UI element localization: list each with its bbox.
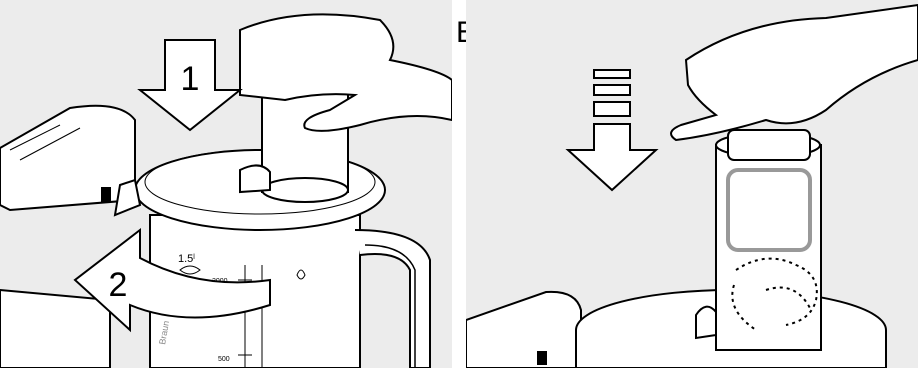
left-illustration: 1.5l 2000 1750 500 Braun 1 2: [0, 13, 452, 368]
right-panel: [466, 0, 918, 368]
step-1-arrow: 1: [137, 39, 243, 132]
feed-tube-right: [695, 129, 822, 351]
step-2-label: 2: [109, 266, 128, 304]
bowl-capacity-label: 1.5l: [178, 253, 195, 265]
press-down-arrow: [565, 69, 659, 192]
scale-500: 500: [218, 356, 230, 363]
motor-base: [0, 104, 136, 368]
step-1-label: 1: [181, 60, 200, 98]
right-illustration: [466, 3, 918, 368]
food-pieces: [731, 257, 818, 331]
bowl-brand: Braun: [157, 320, 171, 345]
hand: [239, 13, 452, 132]
left-panel: 1.5l 2000 1750 500 Braun 1 2: [0, 0, 452, 368]
step-2-arrow: 2: [73, 227, 271, 333]
panel-divider: [452, 0, 466, 368]
hand-right: [670, 3, 918, 142]
capacity-value: 1.5: [178, 253, 193, 265]
motor-base-right: [466, 290, 582, 368]
capacity-unit: l: [193, 254, 195, 261]
